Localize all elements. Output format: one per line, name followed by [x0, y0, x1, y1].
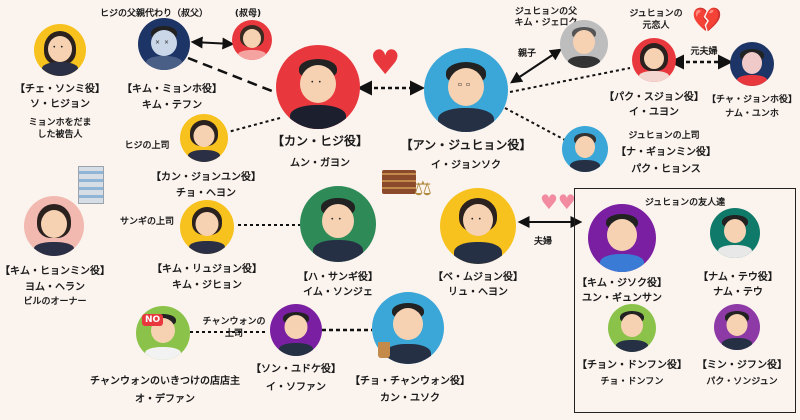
jeryu-top2: キム・ジェロク: [514, 18, 578, 28]
avatar-park: [632, 38, 676, 82]
hyunmin-role: 【キム・ヒョンミン役】: [0, 266, 110, 277]
books-icon: [382, 170, 416, 194]
hiji-actor: ムン・ガヨン: [290, 158, 350, 169]
avatar-kim-jisuk: [588, 204, 656, 272]
jeryu-top1: ジュヒョンの父: [514, 7, 578, 17]
avatar-ahn: ▫▫: [424, 48, 508, 132]
nam-role: 【ナム・テウ役】: [698, 272, 778, 283]
min-role: 【ミン・ジフン役】: [696, 360, 788, 371]
aunt-top: (叔母): [234, 9, 262, 19]
ryujin-role: 【キム・リュジョン役】: [152, 264, 262, 275]
ha-role: 【ハ・サンギ役】: [298, 272, 378, 283]
jeryu-link: 親子: [517, 49, 536, 59]
son-actor: イ・ソファン: [266, 382, 326, 393]
be-actor: リュ・ヘヨン: [448, 287, 508, 298]
avatar-min: [714, 304, 760, 350]
avatar-kim-myungho: ××: [138, 18, 190, 70]
avatar-che: ••: [34, 24, 86, 76]
avatar-ha: ••: [300, 186, 376, 262]
avatar-kim-jeryu: [560, 20, 608, 68]
heart-icon: ♥: [370, 43, 401, 83]
jungyun-actor: チョ・ヘヨン: [176, 188, 236, 199]
myungho-top: ヒジの父親代わり（叔父）: [100, 9, 209, 19]
friends-group-box: ジュヒョンの友人達: [574, 188, 796, 413]
cha-role: 【チャ・ジョンホ役】: [707, 95, 797, 105]
na-top: ジュヒョンの上司: [628, 131, 700, 141]
son-top2: 上司: [224, 329, 243, 339]
o-role: チャンウォンのいきつけの店店主: [90, 376, 240, 387]
cho-actor: カン・ユソク: [380, 393, 440, 404]
hyunmin-note: ビルのオーナー: [23, 297, 87, 307]
avatar-jeong: [608, 304, 656, 352]
link-hiji-kangjungyun: [227, 117, 281, 133]
che-note2: した被告人: [37, 130, 83, 140]
building-icon: [78, 166, 104, 204]
park-top2: 元恋人: [642, 21, 670, 31]
avatar-nam: [710, 208, 760, 258]
nam-actor: ナム・テウ: [713, 287, 763, 298]
son-role: 【ソン・ユドケ役】: [251, 364, 341, 375]
che-actor: ソ・ヒジョン: [30, 99, 90, 110]
be-link: 夫婦: [533, 237, 552, 247]
scale-icon: ⚖: [414, 176, 432, 200]
avatar-kang-jungyun: [180, 114, 228, 162]
coffee-cup-icon: [378, 342, 390, 358]
o-actor: オ・デファン: [135, 394, 195, 405]
avatar-kim-hyunmin: [24, 196, 84, 256]
che-role: 【チェ・ソンミ役】: [15, 84, 105, 95]
ryujin-top: サンギの上司: [119, 217, 174, 227]
na-actor: パク・ヒョンス: [631, 164, 701, 175]
hyunmin-actor: ヨム・ヘラン: [25, 282, 85, 293]
cho-role: 【チョ・チャンウォン役】: [350, 376, 470, 387]
jungyun-top: ヒジの上司: [124, 141, 170, 151]
cha-actor: ナム・ユンホ: [725, 109, 779, 119]
hearts-icon: ♥♥: [540, 190, 576, 214]
ha-actor: イム・ソンジェ: [303, 287, 373, 298]
myungho-role: 【キム・ミョンホ役】: [122, 84, 222, 95]
park-link: 元夫婦: [690, 47, 718, 57]
broken-heart-icon: 💔: [692, 6, 722, 34]
na-role: 【ナ・ギョンミン役】: [616, 147, 716, 158]
avatar-be: ••: [440, 188, 516, 264]
no-sign-icon: NO: [142, 314, 164, 326]
che-note1: ミョンホをだま: [28, 118, 92, 128]
avatar-cha: [730, 42, 774, 86]
jeong-actor: チョ・ドンフン: [600, 377, 664, 387]
be-role: 【ベ・ムジョン役】: [433, 272, 523, 283]
ahn-actor: イ・ジョンソク: [431, 160, 501, 171]
avatar-na: [562, 126, 608, 172]
avatar-kim-ryujin: [180, 200, 234, 254]
jisuk-role: 【キム・ジソク役】: [577, 278, 667, 289]
ahn-role: 【アン・ジュヒョン役】: [400, 138, 532, 152]
friends-title: ジュヒョンの友人達: [644, 198, 726, 208]
avatar-aunt: [232, 20, 272, 60]
jungyun-role: 【カン・ジョンユン役】: [151, 172, 261, 183]
hiji-role: 【カン・ヒジ役】: [271, 134, 368, 148]
son-top1: チャンウォンの: [202, 317, 266, 327]
park-actor: イ・ユヨン: [629, 107, 679, 118]
jisuk-actor: ユン・ギュンサン: [582, 293, 662, 304]
avatar-kang-hiji: ••: [276, 45, 360, 129]
ryujin-actor: キム・ジヒョン: [172, 280, 242, 291]
jeong-role: 【チョン・ドンフン役】: [577, 360, 687, 371]
avatar-son: [270, 304, 322, 356]
link-myungho-aunt: [190, 36, 235, 50]
park-role: 【パク・スジョン役】: [604, 92, 704, 103]
myungho-actor: キム・テフン: [141, 100, 203, 111]
min-actor: パク・ソンジュン: [706, 377, 778, 387]
park-top1: ジュヒョンの: [629, 9, 683, 19]
